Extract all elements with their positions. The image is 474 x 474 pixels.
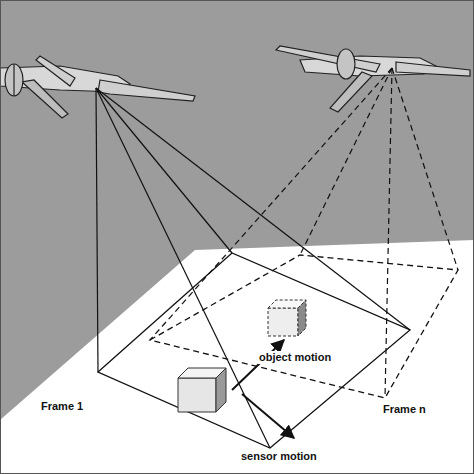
frame-label: Frame 1: [40, 400, 84, 413]
view-lines-n: [150, 68, 458, 398]
frame-label: Frame n: [382, 403, 427, 416]
sensor-motion-arrow: [242, 394, 294, 438]
ground-plane: [0, 240, 474, 474]
uav-left: [0, 56, 195, 118]
view-lines-1: [96, 88, 410, 448]
frame-n-footprint: [150, 255, 458, 398]
motion-label: sensor motion: [240, 450, 318, 463]
object-motion-arrow: [232, 340, 284, 390]
object-cube-start: [178, 368, 226, 412]
object-cube-end: [268, 300, 306, 336]
uav-right: [276, 46, 470, 112]
frame-1-footprint: [98, 253, 410, 448]
motion-label: object motion: [258, 351, 332, 364]
